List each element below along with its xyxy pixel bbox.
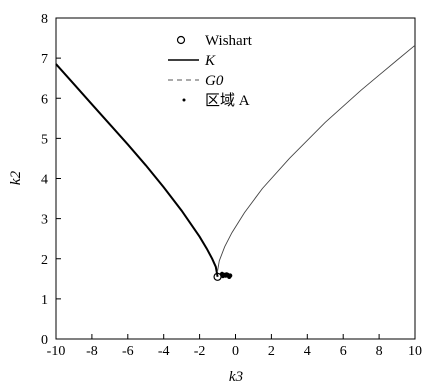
legend-label-wishart: Wishart (205, 33, 253, 49)
y-tick-label: 3 (41, 213, 48, 228)
y-tick-label: 5 (41, 132, 48, 147)
y-axis-ticks: 0 1 2 3 4 5 6 7 8 (41, 12, 61, 348)
x-tick-label: -6 (122, 344, 134, 359)
y-tick-label: 1 (41, 293, 48, 308)
x-tick-label: 0 (232, 344, 239, 359)
y-tick-label: 6 (41, 92, 48, 107)
legend-marker-wishart (176, 35, 186, 45)
y-tick-label: 4 (41, 173, 48, 188)
x-tick-label: 10 (408, 344, 422, 359)
x-axis-label: k3 (229, 369, 243, 383)
series-line-g0 (217, 44, 416, 271)
legend-label-k: K (204, 53, 216, 69)
legend-label-region-a: 区域 A (205, 92, 250, 109)
x-tick-label: 4 (304, 344, 311, 359)
plot-frame (55, 17, 416, 340)
x-tick-label: 2 (268, 344, 275, 359)
series-line-k (55, 63, 219, 277)
legend: Wishart K G0 区域 A (168, 33, 253, 109)
y-tick-label: 8 (41, 12, 48, 27)
x-axis-ticks: -10 -8 -6 -4 -2 0 2 4 6 8 10 (47, 334, 422, 359)
x-tick-label: 6 (340, 344, 347, 359)
x-tick-label: -4 (158, 344, 170, 359)
y-tick-label: 7 (41, 52, 48, 67)
x-tick-label: -10 (47, 344, 66, 359)
region-a-point (224, 272, 229, 277)
region-a-point (227, 273, 233, 278)
x-tick-label: 8 (376, 344, 383, 359)
region-a-point (220, 273, 226, 279)
legend-label-g0: G0 (205, 73, 224, 89)
y-axis-label: k2 (8, 170, 24, 185)
y-tick-label: 2 (41, 253, 48, 268)
series-layer (55, 44, 416, 281)
x-tick-label: -2 (194, 344, 206, 359)
legend-marker-region-a (182, 98, 186, 102)
x-tick-label: -8 (86, 344, 98, 359)
y-tick-label: 0 (41, 333, 48, 348)
